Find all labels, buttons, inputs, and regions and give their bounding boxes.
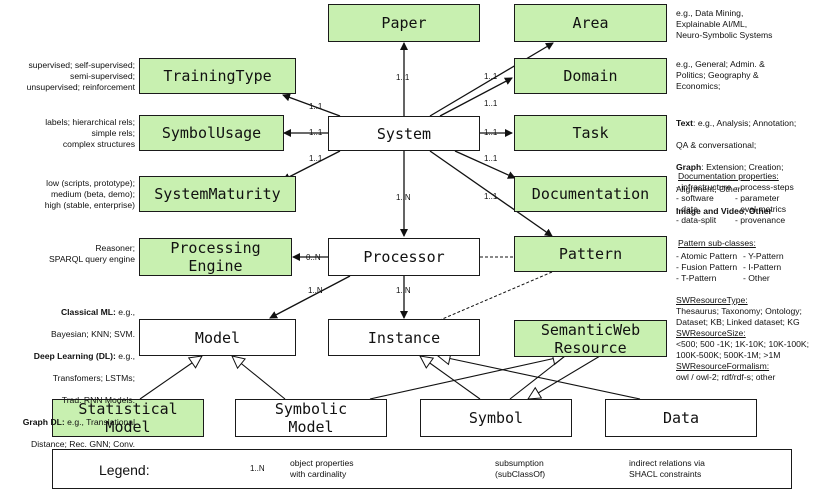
node-semanticweb-resource[interactable]: SemanticWeb Resource	[514, 320, 667, 357]
sub-symbolic-instance	[369, 356, 565, 400]
node-symbolic-model[interactable]: Symbolic Model	[235, 399, 387, 437]
note-documentation-title: Documentation properties:	[678, 171, 779, 181]
note-model-line2: Bayesian; KNN; SVM.	[50, 329, 135, 339]
node-system-maturity[interactable]: SystemMaturity	[139, 176, 296, 212]
node-task[interactable]: Task	[514, 115, 667, 151]
note-model-classical-label: Classical ML:	[60, 307, 116, 317]
node-documentation[interactable]: Documentation	[514, 176, 667, 212]
note-sw-type-title: SWResourceType:	[676, 295, 748, 305]
sub-statistical-model	[139, 356, 202, 400]
node-model[interactable]: Model	[139, 319, 296, 356]
card-domain: 1..1	[484, 99, 498, 108]
note-model-line3: e.g.,	[115, 351, 135, 361]
legend-title: Legend:	[99, 462, 150, 478]
legend-object-properties: object properties with cardinality	[290, 458, 354, 479]
note-sw-form-title: SWResourceFormalism:	[676, 361, 770, 371]
node-symbol-usage[interactable]: SymbolUsage	[139, 115, 284, 151]
note-model-line5: Trad. RNN Models.	[61, 395, 135, 405]
note-task-line5: ;	[744, 206, 749, 216]
edge-system-documentation	[454, 150, 516, 179]
legend-card-symbol: 1..N	[250, 464, 265, 473]
note-domain: e.g., General; Admin. & Politics; Geogra…	[676, 59, 765, 91]
edge-system-pattern	[429, 150, 553, 237]
note-model-line6: e.g., Translational	[64, 417, 135, 427]
edge-system-area	[429, 42, 554, 117]
node-statistical-model[interactable]: Statistical Model	[52, 399, 204, 437]
card-symbol-usage: 1..1	[309, 128, 323, 137]
note-task-graph-label: Graph	[676, 162, 702, 172]
note-model: Classical ML: e.g., Bayesian; KNN; SVM. …	[23, 296, 135, 483]
edge-system-domain	[439, 77, 513, 117]
note-processing-engine: Reasoner; SPARQL query engine	[49, 243, 135, 264]
sub-symbolic-model	[232, 356, 286, 400]
card-area: 1..1	[484, 72, 498, 81]
edge-system-trainingtype	[282, 93, 341, 117]
note-system-maturity: low (scripts, prototype); medium (beta, …	[44, 178, 135, 210]
sub-symbol-instance	[420, 356, 481, 400]
sub-semanticweb-symbol	[528, 355, 601, 399]
node-processor[interactable]: Processor	[328, 238, 480, 276]
card-task: 1..1	[484, 128, 498, 137]
card-documentation: 1..1	[484, 192, 498, 201]
note-task-line2: QA & conversational;	[676, 140, 757, 150]
legend: Legend: 1..N object properties with card…	[52, 449, 792, 489]
note-sw-form: owl / owl-2; rdf/rdf-s; other	[676, 372, 776, 382]
node-system[interactable]: System	[328, 116, 480, 151]
note-model-line7: Distance; Rec. GNN; Conv.	[31, 439, 135, 449]
note-task: Text: e.g., Analysis; Annotation; QA & c…	[676, 107, 796, 228]
note-pattern-col2: - Y-Pattern - I-Pattern - Other	[743, 251, 784, 283]
note-area: e.g., Data Mining, Explainable AI/ML, Ne…	[676, 8, 773, 40]
note-symbol-usage: labels; hierarchical rels; simple rels; …	[45, 117, 135, 149]
sub-data-instance	[438, 356, 641, 400]
note-pattern-col1: - Atomic Pattern - Fusion Pattern - T-Pa…	[676, 251, 738, 283]
card-instance: 1..N	[396, 286, 411, 295]
card-paper: 1..1	[396, 73, 410, 82]
note-pattern-title: Pattern sub-classes:	[678, 238, 756, 248]
node-data[interactable]: Data	[605, 399, 757, 437]
card-model: 1..N	[308, 286, 323, 295]
edge-system-systemmaturity	[282, 150, 341, 181]
note-documentation-col2: - process-steps - parameter - eval metri…	[735, 182, 794, 225]
card-system-maturity: 1..1	[309, 154, 323, 163]
node-processing-engine[interactable]: Processing Engine	[139, 238, 292, 276]
node-domain[interactable]: Domain	[514, 58, 667, 94]
legend-indirect: indirect relations via SHACL constraints	[629, 458, 705, 479]
edge-pattern-instance-dashed	[439, 271, 553, 321]
card-training-type: 1..1	[309, 102, 323, 111]
note-task-line4: Alignment; Other	[676, 184, 741, 194]
node-symbol[interactable]: Symbol	[420, 399, 572, 437]
note-task-other-label: Other	[748, 206, 772, 216]
card-processor: 1..N	[396, 193, 411, 202]
note-model-line1: e.g.,	[115, 307, 135, 317]
note-task-line3: : Extension; Creation;	[701, 162, 784, 172]
note-model-graphdl-label: Graph DL:	[22, 417, 65, 427]
node-instance[interactable]: Instance	[328, 319, 480, 356]
note-documentation-col1: - infrastructure - software - data - dat…	[676, 182, 732, 225]
legend-subsumption: subsumption (subClassOf)	[495, 458, 546, 479]
card-task-lower: 1..1	[484, 154, 498, 163]
note-training-type: supervised; self-supervised; semi-superv…	[26, 60, 135, 92]
note-sw-size-title: SWResourceSize:	[676, 328, 746, 338]
node-area[interactable]: Area	[514, 4, 667, 42]
note-task-text-label: Text	[676, 118, 694, 128]
edge-processor-model	[269, 275, 351, 319]
node-pattern[interactable]: Pattern	[514, 236, 667, 272]
note-task-image-label: Image and Video	[676, 206, 745, 216]
card-processing-engine: 0..N	[306, 253, 321, 262]
note-sw-type: Thesaurus; Taxonomy; Ontology; Dataset; …	[676, 306, 802, 327]
note-model-dl-label: Deep Learning (DL):	[33, 351, 116, 361]
note-model-line4: Transfomers; LSTMs;	[52, 373, 135, 383]
note-sw-size: <500; 500 -1K; 1K-10K; 10K-100K; 100K-50…	[676, 339, 810, 360]
note-task-line1: : e.g., Analysis; Annotation;	[693, 118, 797, 128]
node-paper[interactable]: Paper	[328, 4, 480, 42]
node-training-type[interactable]: TrainingType	[139, 58, 296, 94]
